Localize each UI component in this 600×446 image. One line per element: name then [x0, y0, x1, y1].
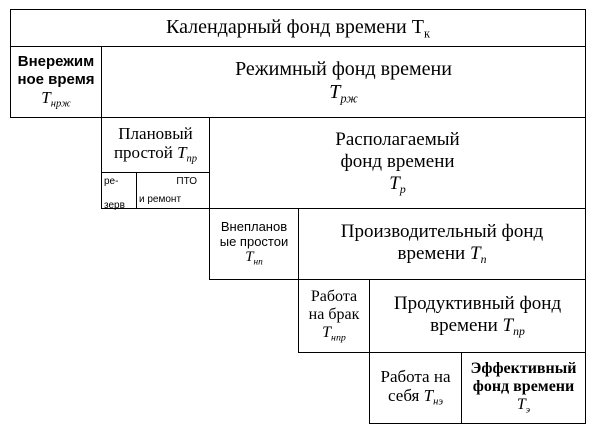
effective-fund-line2: фонд времени	[472, 378, 575, 396]
unplanned-idle-symbol-wrap: Tнп	[245, 249, 263, 268]
mode-fund-symbol: T	[329, 81, 341, 104]
off-mode-time-symbol: T	[41, 87, 51, 107]
off-mode-time-symbol-wrap: Tнрж	[41, 88, 71, 111]
reserve-box: ре- зерв	[101, 172, 137, 211]
pto-line2: и ремонт	[139, 194, 182, 205]
pto-line1: ПТО	[176, 176, 197, 187]
effective-fund-symbol-sub: э	[525, 404, 531, 416]
calendar-fund-symbol-sub: к	[423, 26, 430, 41]
planned-idle-symbol: T	[177, 143, 187, 163]
planned-idle-symbol-sub: пр	[186, 154, 198, 166]
planned-idle-line2-wrap: простой Tпр	[114, 143, 197, 166]
unplanned-idle-line2: ые простои	[219, 233, 289, 249]
self-work-symbol: T	[423, 386, 434, 406]
reserve-line1: ре-	[104, 176, 119, 187]
off-mode-time-line2: ное время	[17, 70, 95, 88]
production-fund-line2-wrap: времени Tп	[398, 243, 487, 267]
calendar-fund-title: Календарный фонд времени Tк	[166, 16, 430, 41]
production-fund-box: Производительный фонд времени Tп	[298, 208, 586, 280]
calendar-fund-box: Календарный фонд времени Tк	[10, 9, 586, 47]
effective-fund-box: Эффективный фонд времени Tэ	[461, 352, 586, 424]
reserve-line2: зерв	[104, 200, 125, 211]
available-fund-line1: Располагаемый	[335, 129, 460, 151]
off-mode-time-box: Внережим ное время Tнрж	[10, 46, 102, 118]
unplanned-idle-box: Внепланов ые простои Tнп	[209, 208, 299, 280]
available-fund-symbol: T	[389, 173, 400, 195]
self-work-line2: себя	[388, 386, 420, 406]
defect-work-line2: на брак	[308, 306, 360, 324]
self-work-box: Работа на себя Tнэ	[369, 352, 462, 424]
self-work-line2-wrap: себя Tнэ	[388, 386, 443, 409]
production-fund-symbol-sub: п	[480, 253, 487, 267]
unplanned-idle-symbol-sub: нп	[253, 257, 263, 268]
reserve-text: ре- зерв	[102, 173, 125, 214]
planned-idle-box: Плановый простой Tпр	[101, 117, 210, 173]
production-fund-line2: времени	[397, 243, 466, 265]
productive-fund-symbol: T	[502, 315, 514, 337]
effective-fund-symbol-wrap: Tэ	[517, 396, 530, 416]
productive-fund-line2-wrap: времени Tпр	[430, 315, 525, 339]
productive-fund-line1: Продуктивный фонд	[393, 293, 562, 315]
defect-work-symbol: T	[322, 324, 332, 342]
calendar-fund-symbol: T	[411, 15, 424, 38]
mode-fund-box: Режимный фонд времени Tрж	[101, 46, 586, 118]
unplanned-idle-line1: Внепланов	[220, 218, 288, 234]
calendar-fund-label: Календарный фонд времени	[166, 15, 407, 38]
mode-fund-label: Режимный фонд времени	[235, 58, 452, 81]
production-fund-line1: Производительный фонд	[340, 221, 544, 243]
pto-repair-text: ПТО и ремонт	[137, 173, 209, 208]
productive-fund-symbol-sub: пр	[513, 325, 525, 339]
pto-repair-box: ПТО и ремонт	[136, 172, 210, 209]
effective-fund-line1: Эффективный	[470, 359, 577, 377]
effective-fund-symbol: T	[516, 396, 526, 414]
defect-work-box: Работа на брак Tнпр	[298, 279, 370, 353]
unplanned-idle-symbol: T	[245, 249, 254, 266]
productive-fund-line2: времени	[430, 315, 498, 337]
available-fund-line2: фонд времени	[340, 151, 455, 173]
productive-fund-box: Продуктивный фонд времени Tпр	[369, 279, 586, 353]
self-work-symbol-sub: нэ	[433, 397, 443, 409]
available-fund-symbol-wrap: Tр	[389, 173, 405, 197]
mode-fund-symbol-sub: рж	[340, 91, 358, 106]
defect-work-line1: Работа	[310, 287, 358, 305]
off-mode-time-line1: Внережим	[17, 53, 95, 71]
planned-idle-line2: простой	[113, 143, 173, 163]
production-fund-symbol: T	[469, 243, 481, 265]
self-work-line1: Работа на	[380, 366, 451, 386]
defect-work-symbol-wrap: Tнпр	[322, 324, 346, 344]
mode-fund-symbol-wrap: Tрж	[329, 81, 358, 106]
defect-work-symbol-sub: нпр	[331, 332, 346, 344]
planned-idle-line1: Плановый	[118, 123, 193, 143]
available-fund-symbol-sub: р	[399, 183, 406, 197]
off-mode-time-symbol-sub: нрж	[50, 98, 71, 110]
available-fund-box: Располагаемый фонд времени Tр	[209, 117, 586, 209]
